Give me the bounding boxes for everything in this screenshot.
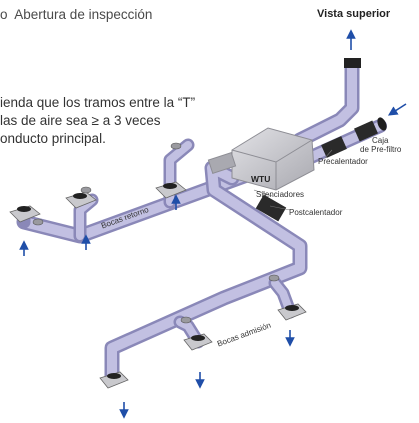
- preheater-label: Precalentador: [318, 157, 368, 166]
- arrow-icon: [19, 29, 407, 419]
- preheater-block: [321, 136, 347, 158]
- note-line-1: ienda que los tramos entre la “T”: [0, 95, 196, 110]
- view-title: Vista superior: [317, 8, 391, 20]
- prefilter-label-2: de Pre-filtro: [360, 145, 402, 154]
- prefilter-label-1: Caja: [372, 136, 389, 145]
- prefilter-box: [354, 120, 378, 142]
- silencers-label: Silenciadores: [256, 190, 305, 199]
- inspection-cover-icon: [32, 142, 280, 324]
- legend-label: Abertura de inspección: [14, 7, 153, 22]
- postheater-block: [255, 194, 287, 222]
- legend: o Abertura de inspección: [0, 7, 152, 22]
- note-line-2: las de aire sea ≥ a 3 veces: [0, 113, 161, 128]
- supply-duct: [104, 160, 308, 386]
- wtu-label: WTU: [251, 174, 271, 184]
- silencer-connector: [207, 152, 237, 174]
- wtu-unit: [207, 127, 315, 191]
- stack-cap: [344, 58, 361, 68]
- postheater-label: Postcalentador: [289, 208, 343, 217]
- legend-symbol: o: [0, 7, 8, 22]
- note-line-3: onducto principal.: [0, 131, 106, 146]
- exhaust-duct: [292, 58, 361, 148]
